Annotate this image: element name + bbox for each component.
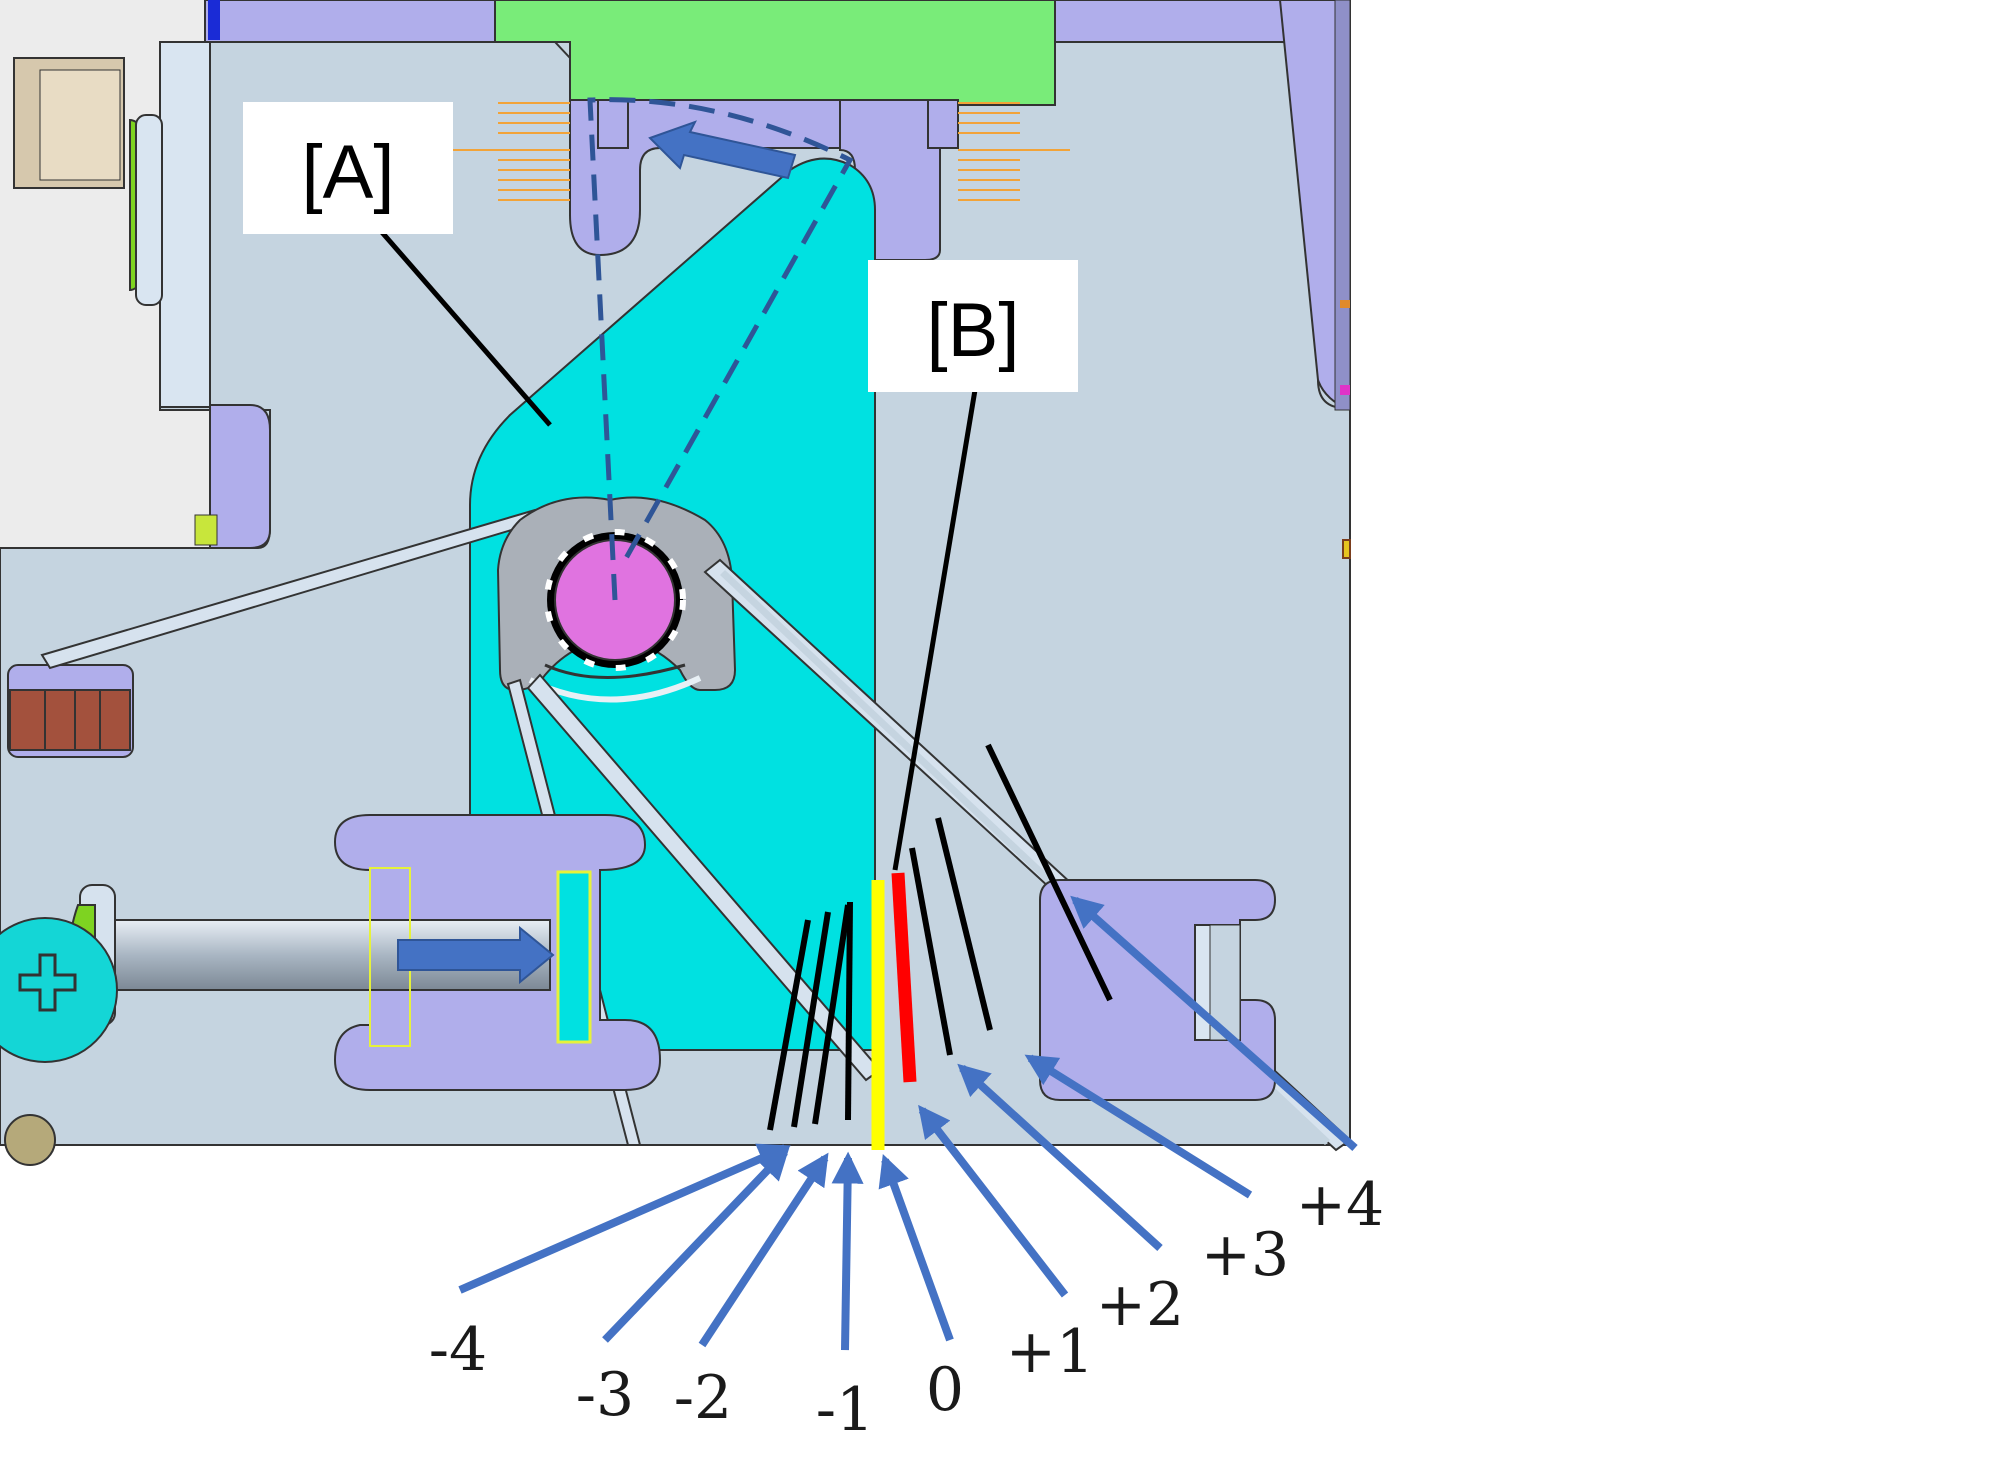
pointer-arrows — [458, 895, 1358, 1351]
push-arrow-icon — [397, 925, 555, 985]
left-bracket — [13, 41, 271, 549]
screw-head-icon — [0, 917, 118, 1166]
callout-a-label: [A] — [302, 130, 395, 215]
scale-label: -2 — [674, 1363, 732, 1433]
bottom-right-bracket — [1039, 879, 1277, 1101]
position-mark — [845, 901, 853, 1121]
pointer-arrow-icon — [878, 1153, 954, 1342]
scale-label: +3 — [1201, 1220, 1289, 1290]
rotation-arrow-icon — [648, 120, 797, 180]
pointer-arrow-icon — [918, 1104, 1069, 1298]
scale-label: -3 — [576, 1360, 634, 1430]
position-marks — [767, 743, 1113, 1150]
pointer-arrow-icon — [698, 1152, 829, 1348]
position-mark — [812, 904, 851, 1125]
pointer-arrow-icon — [458, 1143, 791, 1294]
position-mark — [791, 911, 831, 1128]
pointer-arrow-icon — [957, 1063, 1163, 1251]
scale-label: +2 — [1096, 1270, 1184, 1340]
rotation-sector — [587, 97, 854, 601]
spring-lines — [440, 102, 1070, 201]
scale-label: -1 — [816, 1375, 874, 1445]
pointer-arrow-icon — [831, 1151, 864, 1351]
pointer-arrow-icon — [602, 1147, 790, 1343]
scale-label: -4 — [429, 1315, 487, 1385]
connector-block — [7, 664, 134, 758]
position-mark — [985, 743, 1113, 1002]
scale-labels: -4 -3 -2 -1 0 +1+2+3+4 — [429, 1170, 1384, 1445]
scale-label: +4 — [1296, 1170, 1384, 1240]
position-mark — [891, 872, 917, 1083]
callout-a: [A] — [243, 102, 453, 234]
position-mark — [935, 817, 993, 1031]
callout-b-leader — [892, 389, 978, 871]
pointer-arrow-icon — [1070, 895, 1358, 1151]
position-mark — [767, 919, 811, 1131]
scale-label: 0 — [926, 1355, 964, 1425]
callout-a-leader — [378, 228, 552, 427]
right-column — [1278, 0, 1351, 559]
scale-label: +1 — [1006, 1317, 1094, 1387]
callout-b-label: [B] — [927, 288, 1020, 373]
pointer-arrow-icon — [1024, 1054, 1253, 1199]
callout-b: [B] — [868, 260, 1078, 392]
position-mark — [909, 847, 953, 1056]
